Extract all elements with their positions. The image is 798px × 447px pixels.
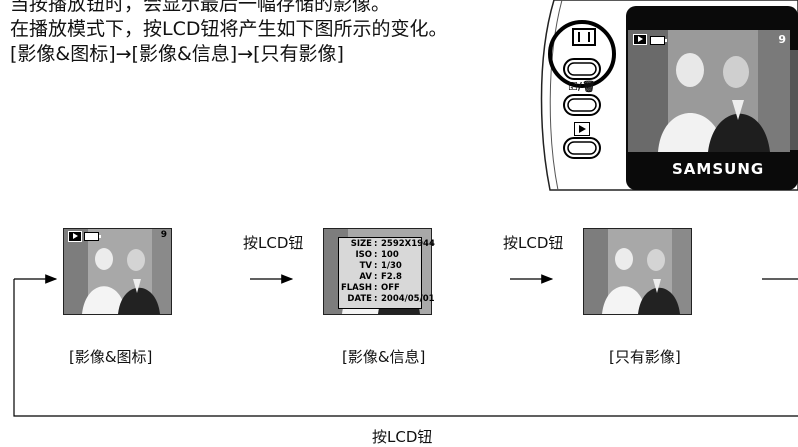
frame-count: 9 [160,230,167,240]
intro-line-1: 当按播放钮时，会显示最后一幅存储的影像。 [10,0,391,15]
caption-image-info: [影像&信息] [342,348,426,366]
intro-line-3: [影像&图标]→[影像&信息]→[只有影像] [10,43,344,65]
play-mode-icon [68,231,82,242]
screen-frame-count: 9 [778,33,786,46]
screen-play-mode-icon [633,34,647,45]
photo-panel-image-only [583,228,692,315]
delete-button-label: ☑/🗑 [568,80,596,93]
info-separator: : [374,294,378,304]
camera-screen-photo: 9 [628,30,790,152]
info-line-size: SIZE:2592X1944 [338,239,435,250]
info-separator: : [374,272,378,282]
info-line-av: AV:F2.8 [338,272,420,283]
caption-image-icons: [影像&图标] [69,348,153,366]
info-value: 1/30 [381,261,402,271]
info-line-date: DATE:2004/05/01 [338,294,434,305]
info-key: TV [359,261,372,271]
info-separator: : [374,239,378,249]
info-value: 2004/05/01 [381,294,435,304]
info-key: FLASH [340,283,372,293]
battery-icon [84,232,101,241]
info-key: SIZE [350,239,372,249]
info-key: DATE [347,294,372,304]
info-value: 2592X1944 [381,239,435,249]
info-box [338,237,422,309]
play-button-icon [574,122,590,136]
info-separator: : [374,250,378,260]
info-line-iso: ISO:100 [338,250,420,261]
info-key: ISO [355,250,372,260]
info-line-tv: TV:1/30 [338,261,420,272]
lcd-button-label-1: 按LCD钮 [243,234,304,252]
lcd-button-label-bottom: 按LCD钮 [372,428,433,446]
camera-illustration: ☑/🗑 9 SAMSUNG [536,0,798,191]
photo-panel-image-icons: 9 [63,228,172,315]
intro-line-2: 在播放模式下，按LCD钮将产生如下图所示的变化。 [10,18,448,40]
intro-text: 当按播放钮时，会显示最后一幅存储的影像。 在播放模式下，按LCD钮将产生如下图所… [10,0,447,67]
caption-image-only: [只有影像] [609,348,681,366]
camera-brand: SAMSUNG [672,160,765,178]
return-loop-line [13,279,798,417]
info-separator: : [374,283,378,293]
info-line-flash: FLASH:OFF [338,283,420,294]
lcd-button-icon [572,28,596,46]
camera-buttons [548,20,616,159]
info-value: 100 [381,250,399,260]
info-separator: : [374,261,378,271]
info-value: F2.8 [381,272,402,282]
info-key: AV [359,272,372,282]
lcd-button-label-2: 按LCD钮 [503,234,564,252]
screen-battery-icon [650,36,667,45]
info-value: OFF [381,283,400,293]
